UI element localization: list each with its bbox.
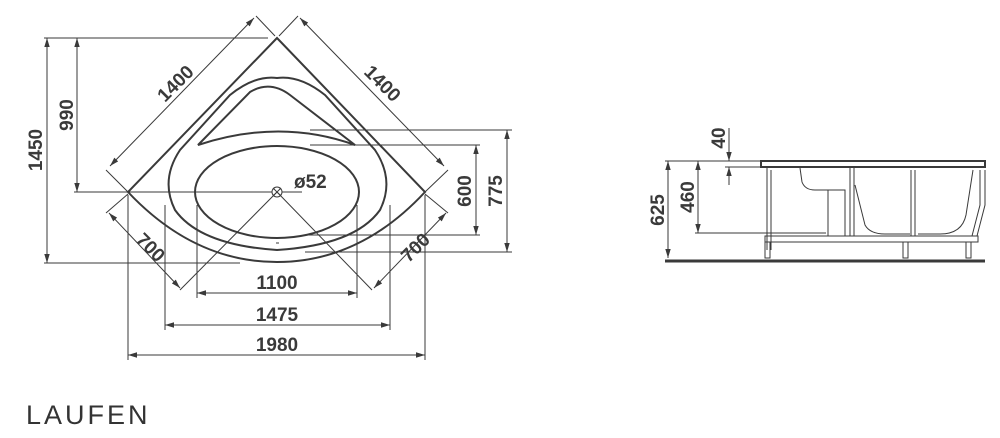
dim-overall-height: 625 [648,194,669,226]
rim-inner-contour [167,76,388,252]
dim-front-left: 700 [131,229,168,266]
dimension-lines [44,17,510,358]
side-dimension-lines [665,128,826,258]
dim-basin-width: 1100 [256,273,297,294]
side-view: 625 460 40 [648,127,986,263]
dim-basin-height: 460 [678,181,699,213]
dim-drain-diameter: ø52 [294,172,327,193]
dim-inner-width: 1475 [256,305,299,326]
dim-rim-thickness: 40 [709,127,730,148]
dim-inner-depth: 775 [486,175,507,207]
plan-view: 1450 990 1400 1400 700 700 1100 1475 198… [26,15,512,360]
dim-overall-depth: 1450 [26,129,47,171]
dim-side-left: 1400 [154,62,199,107]
laufen-logo: LAUFEN [26,400,151,430]
dim-basin-depth: 600 [455,175,476,207]
dim-corner-to-center: 990 [57,99,78,131]
dim-overall-width: 1980 [256,335,298,356]
dim-side-right: 1400 [360,62,405,107]
tub-frame [764,167,986,259]
rim [760,160,986,168]
